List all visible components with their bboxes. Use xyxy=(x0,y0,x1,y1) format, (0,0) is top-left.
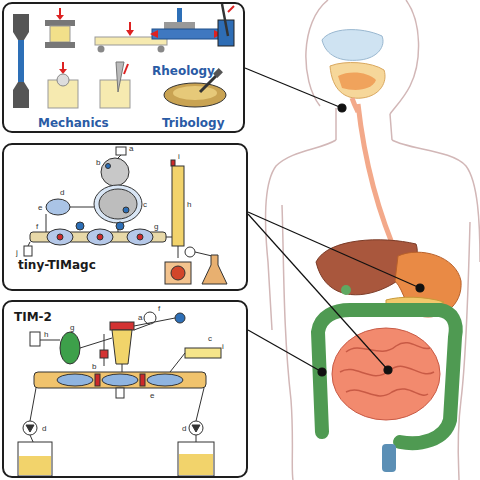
indentation-test xyxy=(48,62,78,108)
body-outline xyxy=(266,0,480,480)
panel-title: tiny-TIMagc xyxy=(18,258,96,272)
part-letter: g xyxy=(70,323,74,332)
part-letter: f xyxy=(158,304,160,313)
colon xyxy=(318,310,456,443)
part-letter: f xyxy=(36,222,38,231)
part-letter: e xyxy=(150,391,154,400)
rectum xyxy=(382,444,396,472)
part-letter: g xyxy=(154,222,158,231)
part-letter: c xyxy=(143,200,147,209)
panel-box: tiny-TIMagc xyxy=(2,143,248,291)
esophagus xyxy=(358,104,400,262)
part-letter: j xyxy=(16,248,18,257)
cutting-test xyxy=(100,62,130,108)
part-letter: d xyxy=(42,424,46,433)
part-letter: c xyxy=(208,334,212,343)
tim2-schematic xyxy=(18,312,221,476)
panel-title: TIM-2 xyxy=(14,310,52,324)
part-letter: b xyxy=(96,158,100,167)
part-letter: d xyxy=(182,424,186,433)
panel-box: RheologyMechanics Tribology xyxy=(2,2,245,133)
part-letter: b xyxy=(92,362,96,371)
part-letter: a xyxy=(138,313,142,322)
head-anatomy xyxy=(322,30,385,112)
part-letter: i xyxy=(222,342,224,351)
panel-title: Rheology xyxy=(152,64,215,78)
rheometer xyxy=(150,8,222,39)
gallbladder xyxy=(341,285,351,295)
part-letter: h xyxy=(187,200,191,209)
cup-viscometer xyxy=(218,4,234,46)
part-letter: i xyxy=(178,152,180,161)
compression-test xyxy=(45,8,75,48)
leader-lines xyxy=(245,68,424,376)
tensile-specimen xyxy=(13,14,29,108)
small-intestine xyxy=(332,328,440,420)
part-letter: e xyxy=(38,203,42,212)
panel-title: Mechanics xyxy=(38,116,109,130)
panel-box: TIM-2 xyxy=(2,300,248,478)
part-letter: a xyxy=(129,144,133,153)
panel-title: Tribology xyxy=(162,116,225,130)
part-letter: h xyxy=(44,330,48,339)
part-letter: d xyxy=(60,188,64,197)
